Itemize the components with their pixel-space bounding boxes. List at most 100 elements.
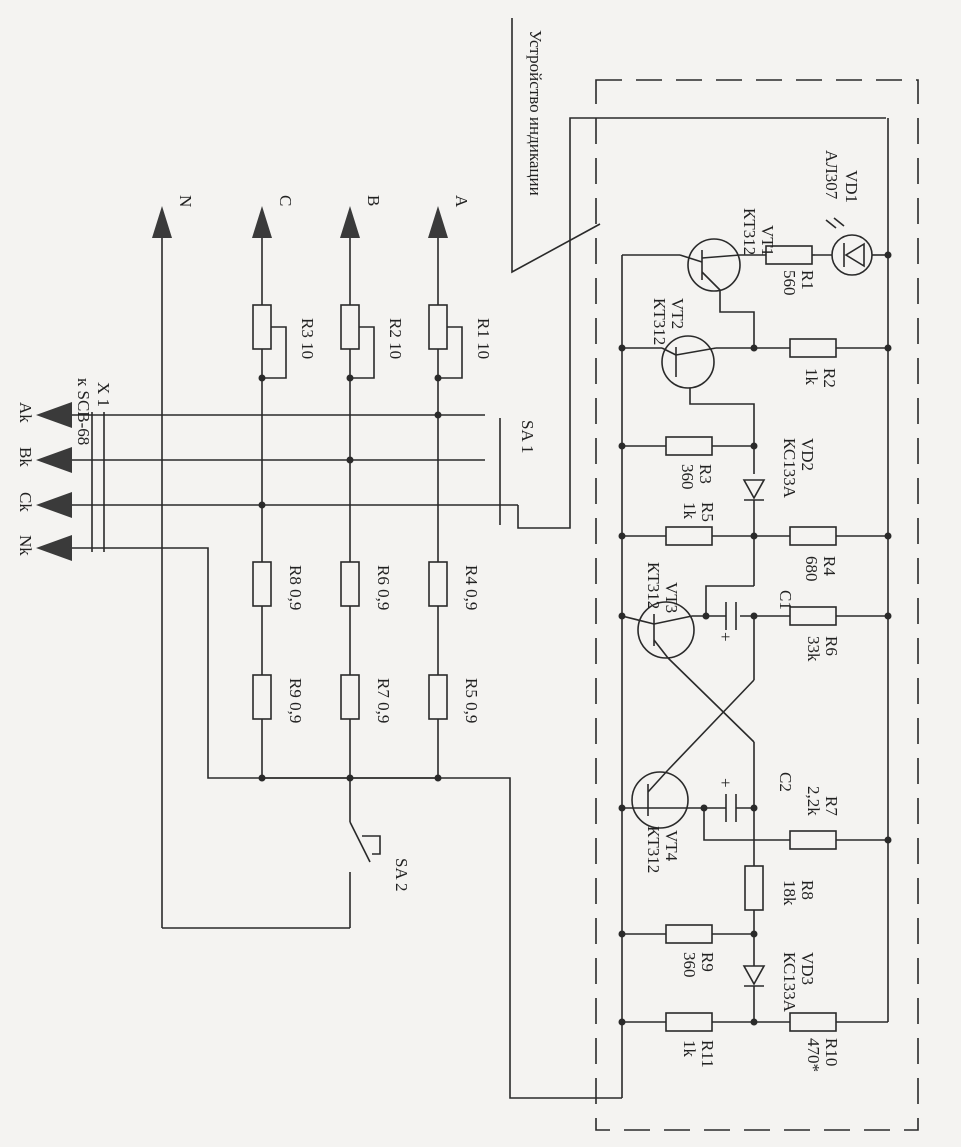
connector-target: к SCB-68: [74, 378, 93, 445]
output-label-bk: Bk: [16, 447, 35, 467]
cross-link: [667, 679, 755, 771]
arrow-ak-icon: [36, 402, 72, 428]
label-r9-left: R9 0,9: [286, 678, 305, 723]
label-r9-name: R9: [698, 952, 717, 972]
r11-resistor: [665, 1012, 713, 1032]
vt1-transistor: [622, 238, 755, 348]
label-r10-value: 470*: [804, 1038, 823, 1072]
potentiometers: [252, 304, 463, 379]
r3-resistor: [665, 436, 713, 456]
label-r4-name: R4: [820, 556, 839, 576]
label-vd3-name: VD3: [798, 952, 817, 985]
label-r5-name: R5: [698, 502, 717, 522]
label-sa2: SA 2: [392, 858, 411, 892]
r6-resistor: [789, 606, 837, 626]
label-r3-value: 360: [678, 464, 697, 490]
label-sa1: SA 1: [518, 420, 537, 454]
shunt-resistors: [252, 561, 448, 720]
output-bus: [36, 402, 518, 561]
label-vt3-name: VT3: [662, 582, 681, 613]
label-r11-value: 1k: [680, 1040, 699, 1058]
vd3-zener: [742, 965, 766, 1022]
sa1-switch: [499, 117, 886, 529]
label-r6-name: R6: [822, 636, 841, 656]
label-r3-name: R3: [696, 464, 715, 484]
arrow-c-icon: [252, 206, 272, 238]
r4-resistor: [789, 526, 837, 546]
label-vt1-name: VT1: [758, 225, 777, 256]
phase-label-c: C: [276, 195, 295, 206]
arrow-n-icon: [152, 206, 172, 238]
arrow-b-icon: [340, 206, 360, 238]
output-label-ck: Ck: [16, 492, 35, 512]
label-r2-name: R2: [820, 368, 839, 388]
label-r6-value: 33k: [804, 636, 823, 662]
r7-resistor: [789, 830, 837, 850]
label-r7-name: R7: [822, 796, 841, 816]
label-vd1-type: АЛ307: [822, 150, 841, 200]
r5-resistor: [665, 526, 713, 546]
arrow-ck-icon: [36, 492, 72, 518]
label-vd2-name: VD2: [798, 438, 817, 471]
arrow-a-icon: [428, 206, 448, 238]
junction-dots: [258, 251, 892, 1026]
arrow-nk-icon: [36, 535, 72, 561]
connector-name: X 1: [94, 382, 113, 407]
label-r10-name: R10: [822, 1038, 841, 1066]
plus-c1: +: [716, 632, 735, 642]
label-c1-name: C1: [776, 590, 795, 610]
phase-label-b: B: [364, 195, 383, 206]
label-vt1-type: КТ312: [740, 208, 759, 255]
indicator-rails: [621, 118, 889, 1098]
vt4-transistor: [622, 769, 704, 829]
vd1-led: [815, 217, 888, 276]
label-vt2-name: VT2: [668, 298, 687, 329]
phase-label-a: A: [452, 195, 471, 208]
vt2-transistor: [661, 335, 755, 474]
r10-resistor: [789, 1012, 837, 1032]
label-r9-value: 360: [680, 952, 699, 978]
label-r5-value: 1k: [680, 502, 699, 520]
label-vt4-type: КТ312: [644, 826, 663, 873]
phase-arrows: [152, 206, 448, 238]
label-r5-left: R5 0,9: [462, 678, 481, 723]
label-r4-value: 680: [802, 556, 821, 582]
label-vt2-type: КТ312: [650, 298, 669, 345]
output-label-nk: Nk: [16, 535, 35, 556]
label-r8-left: R8 0,9: [286, 565, 305, 610]
label-vd1-name: VD1: [842, 170, 861, 203]
indicator-enclosure: [595, 79, 919, 1131]
device-title: Устройство индикации: [526, 30, 545, 196]
label-r7-left: R7 0,9: [374, 678, 393, 723]
label-r7-value: 2,2k: [804, 786, 823, 816]
label-r1-left: R1 10: [474, 318, 493, 359]
label-r11-name: R11: [698, 1040, 717, 1068]
label-vt3-type: КТ312: [644, 562, 663, 609]
r8-resistor: [744, 865, 764, 911]
label-r2-value: 1k: [802, 368, 821, 386]
label-r1-value: 560: [780, 270, 799, 296]
plus-c2: +: [716, 778, 735, 788]
label-r8-name: R8: [798, 880, 817, 900]
vd2-zener: [742, 479, 766, 586]
label-r8-value: 18k: [780, 880, 799, 906]
r9-resistor: [665, 924, 713, 944]
label-r2-left: R2 10: [386, 318, 405, 359]
label-vd3-type: КС133А: [780, 952, 799, 1013]
label-vd2-type: КС133А: [780, 438, 799, 499]
arrow-bk-icon: [36, 447, 72, 473]
label-r3-left: R3 10: [298, 318, 317, 359]
vt3-transistor: [621, 601, 695, 659]
label-vt4-name: VT4: [662, 830, 681, 862]
label-r4-left: R4 0,9: [462, 565, 481, 610]
label-r1-name: R1: [798, 270, 817, 290]
labels: Устройство индикации A B C N R1 10 R2 10…: [16, 30, 861, 1072]
r2-resistor: [789, 338, 837, 358]
phase-label-n: N: [176, 195, 195, 207]
bottom-wiring: [162, 547, 622, 1099]
label-r6-left: R6 0,9: [374, 565, 393, 610]
indicator-leader: [511, 18, 601, 274]
label-c2-name: C2: [776, 772, 795, 792]
output-label-ak: Ak: [16, 402, 35, 423]
